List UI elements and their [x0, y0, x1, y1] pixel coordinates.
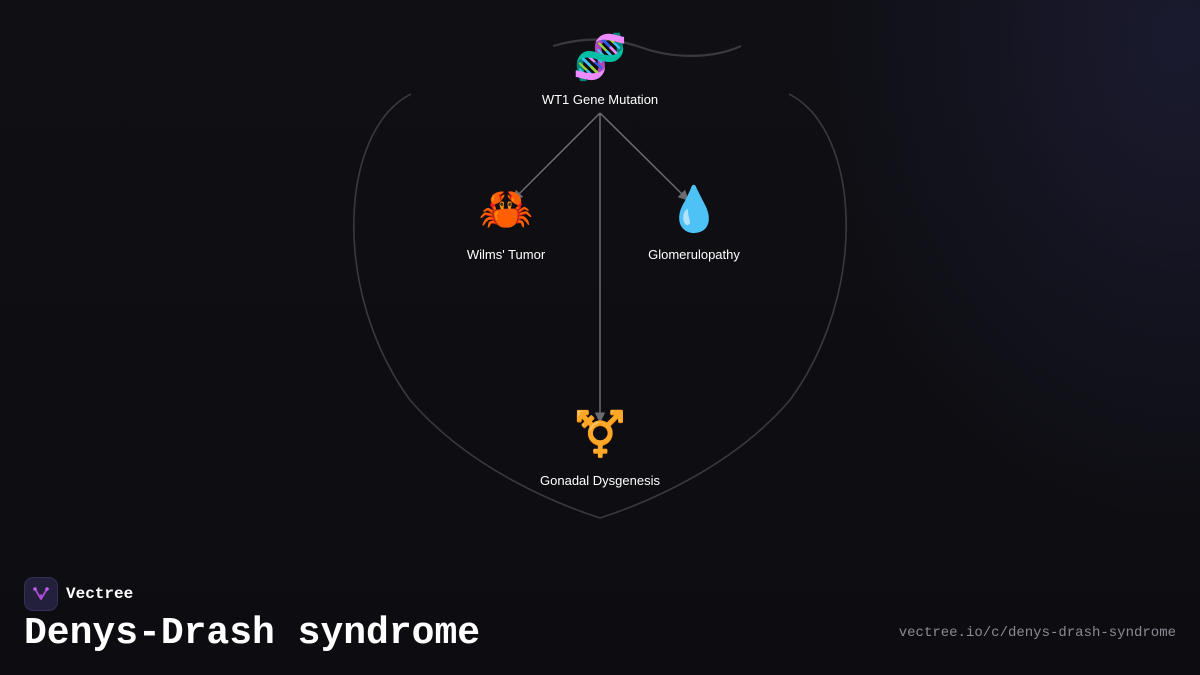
- heart-top-curve: [552, 38, 742, 57]
- node-wilms[interactable]: 🦀 Wilms' Tumor: [467, 184, 546, 262]
- brand-name: Vectree: [66, 585, 134, 603]
- nodes: 🧬 WT1 Gene Mutation 🦀 Wilms' Tumor 💧 Glomerul…: [467, 30, 741, 488]
- node-wt1[interactable]: 🧬 WT1 Gene Mutation: [542, 30, 658, 107]
- node-label: Glomerulopathy: [648, 247, 740, 262]
- vectree-logo-icon: [24, 577, 58, 611]
- node-label: WT1 Gene Mutation: [542, 92, 658, 107]
- dna-icon: 🧬: [573, 30, 628, 83]
- brand: Vectree: [24, 577, 133, 611]
- heart-outline: [353, 93, 847, 519]
- page-title: Denys-Drash syndrome: [24, 612, 481, 655]
- edges: [512, 112, 689, 424]
- crab-icon: 🦀: [479, 184, 534, 235]
- page-url[interactable]: vectree.io/c/denys-drash-syndrome: [898, 625, 1176, 641]
- edge-wt1-to-wilms: [512, 112, 601, 201]
- droplet-icon: 💧: [667, 184, 722, 235]
- node-gonadal[interactable]: ⚧️ Gonadal Dysgenesis: [540, 409, 660, 488]
- node-label: Gonadal Dysgenesis: [540, 473, 660, 488]
- node-label: Wilms' Tumor: [467, 247, 546, 262]
- transgender-symbol-icon: ⚧️: [573, 409, 628, 460]
- node-glomerulopathy[interactable]: 💧 Glomerulopathy: [648, 184, 740, 262]
- edge-wt1-to-glomerulopathy: [599, 112, 689, 201]
